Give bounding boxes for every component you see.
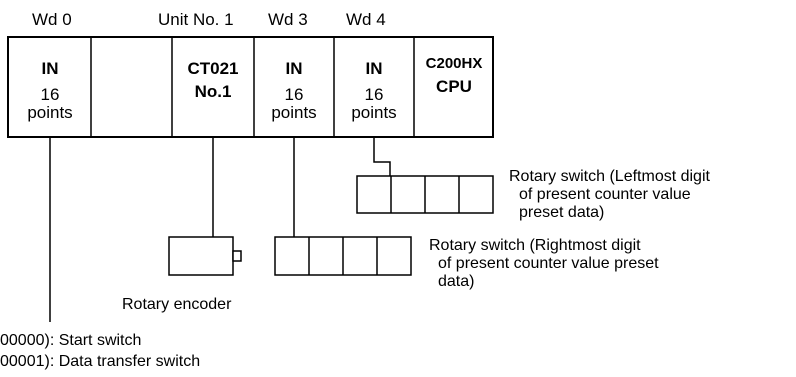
rotary-switch-leftmost-digit bbox=[356, 175, 494, 214]
rotary-switch-rightmost-digit bbox=[274, 236, 412, 276]
label-rotary-encoder: Rotary encoder bbox=[122, 296, 232, 313]
plc-rack bbox=[7, 36, 494, 138]
label-rotary-switch-right: Rotary switch (Rightmost digit of presen… bbox=[429, 237, 659, 290]
unit-points: points bbox=[27, 103, 72, 122]
unit-wd4-input: IN 16 points bbox=[351, 59, 396, 122]
unit-count: 16 bbox=[365, 85, 384, 104]
svg-text:Rotary switch (Rightmost digit: Rotary switch (Rightmost digit bbox=[429, 237, 641, 254]
label-data-transfer-switch: 00001): Data transfer switch bbox=[0, 353, 200, 370]
wire-wd4-to-switch bbox=[373, 137, 391, 176]
svg-text:Rotary switch (Leftmost digit: Rotary switch (Leftmost digit bbox=[509, 168, 711, 185]
svg-text:preset data): preset data) bbox=[519, 204, 604, 221]
unit-type: IN bbox=[42, 59, 59, 78]
header-unit-no: Unit No. 1 bbox=[158, 10, 234, 29]
encoder-shaft bbox=[232, 250, 242, 262]
cpu-model: C200HX bbox=[426, 55, 483, 72]
header-wd4: Wd 4 bbox=[346, 10, 386, 29]
svg-text:data): data) bbox=[438, 273, 474, 290]
unit-wd0-input: IN 16 points bbox=[27, 59, 72, 122]
svg-text:of present counter value: of present counter value bbox=[519, 186, 691, 203]
header-wd3: Wd 3 bbox=[268, 10, 308, 29]
unit-type: IN bbox=[286, 59, 303, 78]
unit-wd3-input: IN 16 points bbox=[271, 59, 316, 122]
header-wd0: Wd 0 bbox=[32, 10, 72, 29]
svg-text:of present counter value prese: of present counter value preset bbox=[438, 255, 659, 272]
label-start-switch: 00000): Start switch bbox=[0, 332, 141, 349]
unit-points: points bbox=[271, 103, 316, 122]
rack-frame bbox=[7, 36, 494, 138]
unit-number: No.1 bbox=[195, 82, 232, 101]
encoder-body bbox=[168, 236, 234, 276]
unit-count: 16 bbox=[41, 85, 60, 104]
cpu-label: CPU bbox=[436, 77, 472, 96]
unit-ct021: CT021 No.1 bbox=[187, 59, 238, 101]
rotary-encoder bbox=[168, 236, 242, 276]
unit-type: IN bbox=[366, 59, 383, 78]
unit-points: points bbox=[351, 103, 396, 122]
unit-model: CT021 bbox=[187, 59, 238, 78]
label-rotary-switch-left: Rotary switch (Leftmost digit of present… bbox=[509, 168, 711, 221]
unit-count: 16 bbox=[285, 85, 304, 104]
unit-cpu: C200HX CPU bbox=[426, 55, 483, 96]
